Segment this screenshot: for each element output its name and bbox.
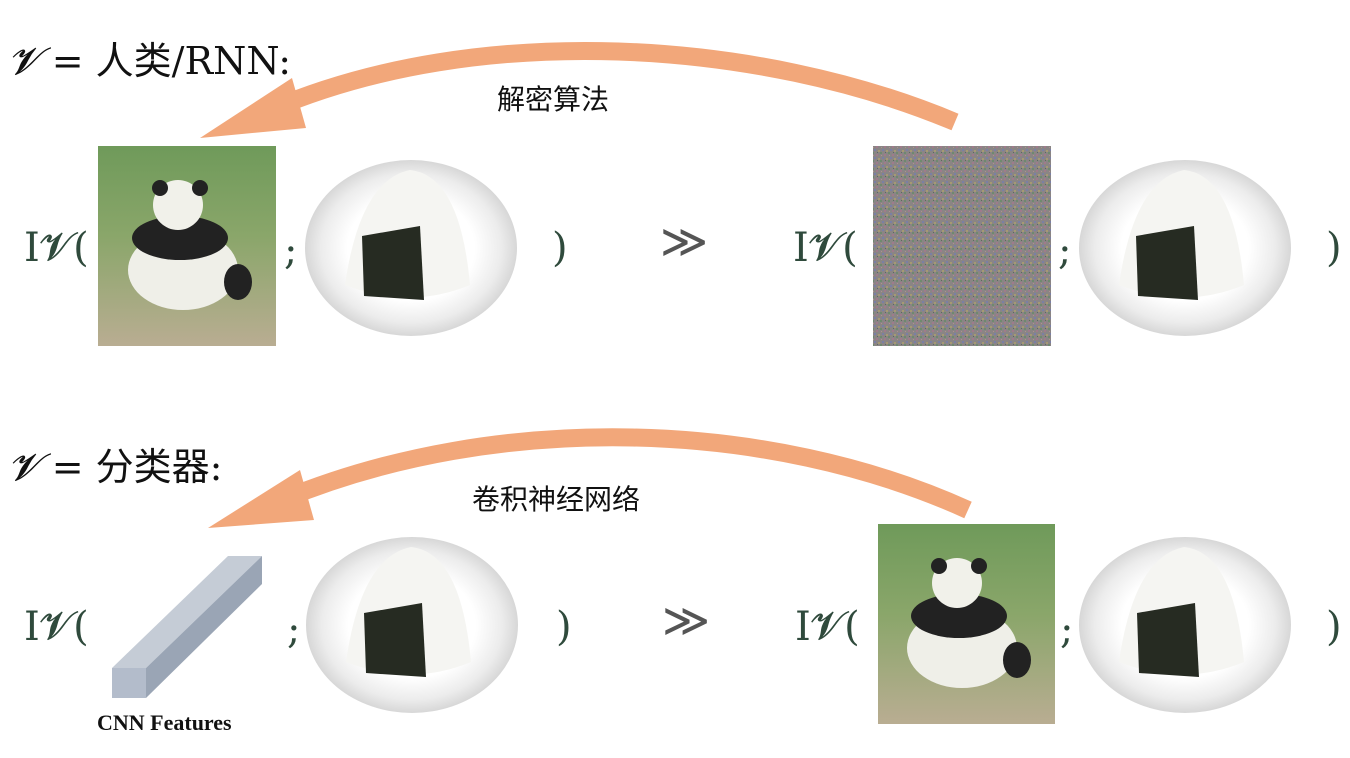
cnn-features-caption: CNN Features [97, 710, 232, 735]
row2-rhs-sep: ; [1060, 607, 1074, 653]
noise-image [873, 146, 1051, 346]
onigiri-image-bottom-right [1079, 537, 1291, 713]
row2-rhs-close: ) [1326, 604, 1342, 650]
row1-arrow-label: 解密算法 [497, 83, 610, 116]
row1-lhs-close: ) [552, 225, 568, 271]
row1-label-symbol: 𝓥 [8, 39, 40, 83]
row2-arrow-label: 卷积神经网络 [472, 483, 641, 516]
row1-lhs-sep: ; [284, 228, 298, 274]
row2-rhs-fn: I𝓥( [795, 604, 860, 650]
row1-label-eq: = 人类/RNN: [51, 39, 292, 83]
row1-rhs-fn: I𝓥( [793, 225, 858, 271]
row2-label: 𝓥 = 分类器: [8, 436, 222, 491]
row1-rhs-close: ) [1326, 225, 1342, 271]
row2-lhs-fn: I𝓥( [24, 604, 89, 650]
row2-label-symbol: 𝓥 [8, 445, 40, 489]
row2-relation: ≫ [662, 593, 711, 647]
row1-rhs-sep: ; [1058, 228, 1072, 274]
row2-lhs-sep: ; [287, 607, 301, 653]
onigiri-image-top-right [1079, 160, 1291, 336]
cnn-feature-bar [112, 556, 262, 698]
onigiri-image-top-left [305, 160, 517, 336]
row2-lhs-close: ) [556, 604, 572, 650]
row1-lhs-fn: I𝓥( [24, 225, 89, 271]
row2-label-eq: = 分类器: [51, 445, 223, 489]
arrow-bottom [208, 428, 972, 528]
panda-image-bottom-right [878, 524, 1055, 724]
row1-label: 𝓥 = 人类/RNN: [8, 30, 291, 85]
panda-image-top-left [98, 146, 276, 346]
row1-relation: ≫ [660, 214, 709, 268]
onigiri-image-bottom-left [306, 537, 518, 713]
arrow-top [200, 41, 959, 138]
